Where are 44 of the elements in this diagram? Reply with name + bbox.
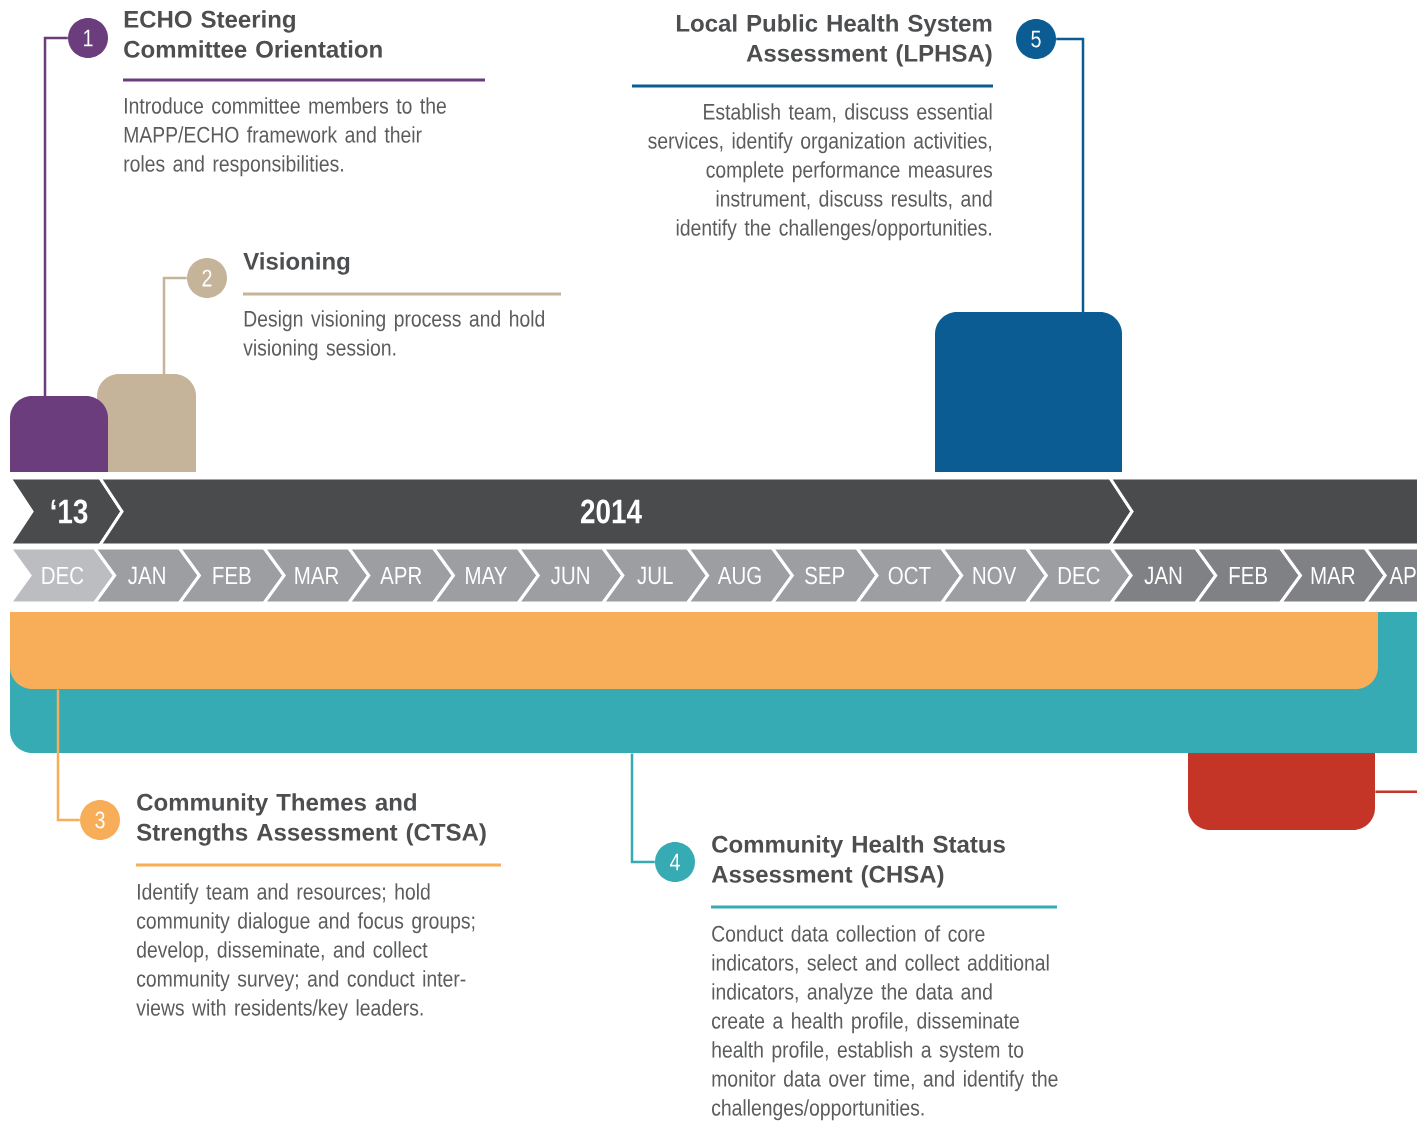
month-band: DEC: [1023, 546, 1133, 605]
month-band: SEP: [769, 546, 879, 605]
node-label: MAR: [1311, 566, 1355, 585]
timeline-bar: [10, 396, 108, 472]
month-band: AP: [1362, 546, 1417, 605]
leader-line: [162, 276, 187, 374]
number-badge: 4: [655, 842, 695, 882]
node-label: AP: [1389, 566, 1416, 585]
number-badge: 5: [1016, 19, 1056, 59]
leader-line: [630, 753, 655, 864]
timeline-bar: [97, 374, 196, 472]
month-band: APR: [345, 546, 456, 605]
month-band: JUN: [515, 546, 625, 605]
leader-line: [1056, 37, 1085, 312]
number-badge: 2: [187, 258, 227, 298]
number-badge: 3: [80, 800, 120, 840]
step-heading: Community Health Status Assessment (CHSA): [711, 835, 1005, 888]
month-band: JUL: [599, 546, 710, 605]
month-band: JAN: [1108, 546, 1218, 605]
timeline-bar: [1188, 753, 1375, 830]
step-description: Establish team, discuss essential services, identify organization activities, complete performance measures instrument, discuss results, and identify the challenges/opportunities.: [648, 103, 993, 241]
timeline-bar: [935, 312, 1122, 472]
month-band: FEB: [1192, 546, 1303, 605]
month-band: MAY: [430, 546, 541, 605]
step-description: Conduct data collection of core indicators, select and collect additional indicators, analyze the data and create a health profile, disseminate health profile, establish a system to monitor data over time, and identify the challenges/opportunities.: [712, 925, 1058, 1121]
timeline-bar: [10, 612, 1378, 689]
leader-line: [1375, 790, 1417, 793]
step-description: Identify team and resources; hold community dialogue and focus groups; develop, disseminate, and collect community survey; and conduct inter-views with residents/key leaders.: [136, 883, 475, 1021]
step-heading: Visioning: [243, 252, 350, 275]
month-band: OCT: [854, 546, 964, 605]
month-band: NOV: [938, 546, 1049, 605]
step-heading: Local Public Health System Assessment (LPHSA): [677, 14, 992, 67]
step-heading: Community Themes and Strengths Assessment (CTSA): [136, 793, 486, 846]
month-band: MAR: [261, 546, 371, 605]
number-badge: 1: [68, 18, 108, 58]
month-band: FEB: [176, 546, 286, 605]
step-description: Design visioning process and hold visioning session.: [243, 310, 545, 361]
leader-line: [43, 36, 68, 396]
month-band: JAN: [91, 546, 202, 605]
month-band: AUG: [684, 546, 795, 605]
leader-line: [56, 689, 80, 822]
year-band: [1107, 476, 1417, 547]
step-heading: ECHO Steering Committee Orientation: [124, 10, 382, 58]
step-description: Introduce committee members to the MAPP/ECHO framework and their roles and responsibilities.: [124, 97, 446, 177]
